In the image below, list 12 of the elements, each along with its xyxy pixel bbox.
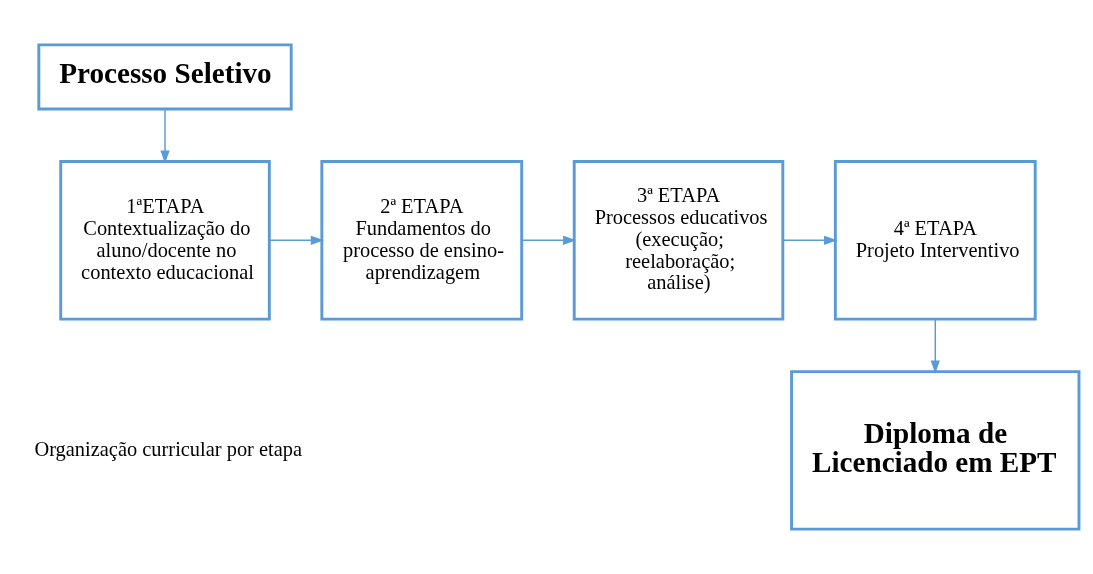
label: Organização curricular por etapa [34, 437, 303, 460]
arrow [268, 235, 324, 245]
node-box: 1ªETAPA Contextualização do aluno/docente no contexto educacional [59, 160, 271, 321]
node-box: 3ª ETAPA Processos educativos (execução; reelaboração; análise) [572, 160, 785, 321]
arrow [160, 108, 170, 164]
node-box: 4ª ETAPA Projeto Interventivo [833, 160, 1037, 321]
node-box: Processo Seletivo [37, 43, 293, 111]
node-box: Diploma de Licenciado em EPT [790, 370, 1081, 531]
arrow [782, 235, 838, 245]
arrow [930, 318, 940, 374]
node-box: 2ª ETAPA Fundamentos do processo de ensino-aprendizagem [320, 160, 524, 321]
arrow [521, 235, 577, 245]
